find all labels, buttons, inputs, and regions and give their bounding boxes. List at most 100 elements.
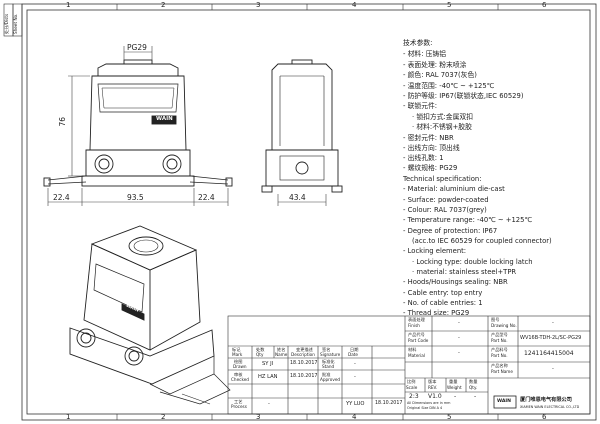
part-no-label-en: Part No. (491, 353, 508, 358)
part-no-model-value: WV16B-TDH-2L/SC-PG29 (520, 335, 582, 341)
title-block-grid (227, 315, 591, 415)
zone-label-top-1: 1 (66, 1, 71, 9)
std-label-cn: 标准化 (322, 359, 335, 364)
spec-en-line: - Hoods/Housings sealing: NBR (403, 278, 508, 286)
part-no-label-cn: 产品料号 (491, 347, 508, 352)
spec-en-line: - Thread size: PG29 (403, 309, 470, 317)
part-name-label-en: Part Name (491, 369, 513, 374)
scale-label-cn: 比例 (407, 379, 416, 384)
version-label-cn: 版本 (428, 379, 437, 384)
drawing-no-label-cn: 图号 (491, 317, 500, 322)
approved-date: 18.10.2017 (375, 401, 403, 406)
dim-mid: 93.5 (127, 193, 144, 202)
rev-desc-en: Description (291, 352, 315, 357)
product-logo-front: WAIN (156, 116, 173, 122)
spec-en-line: Technical specification: (403, 175, 482, 183)
front-dims (47, 46, 229, 206)
part-name-label-cn: 产品名称 (491, 363, 508, 368)
weight-label-en: Weight (447, 385, 462, 390)
spec-en-line: - Cable entry: top entry (403, 289, 483, 297)
dim-right: 22.4 (198, 193, 215, 202)
checked-date: 18.10.2017 (290, 374, 318, 379)
spec-cn-line: - 材料: 压铸铝 (403, 50, 447, 58)
zone-label-top-3: 3 (256, 1, 261, 9)
finish-value: - (458, 320, 460, 326)
spec-en-line: - No. of cable entries: 1 (403, 299, 483, 307)
part-no-value: 1241164415004 (524, 350, 574, 357)
process-value: - (268, 401, 270, 407)
spec-cn-line: - 出线方向: 顶出线 (403, 144, 460, 152)
company-logo-box (493, 395, 517, 409)
company-logo: WAIN (497, 399, 511, 404)
spec-cn-line: - 密封元件: NBR (403, 134, 454, 142)
rev-mark-en: Mark (232, 352, 243, 357)
rev-desc-cn: 变更描述 (296, 347, 313, 352)
part-code-label-en: Part Code (408, 338, 429, 343)
drawn-label-en: Drawn (233, 364, 247, 369)
checked-label-cn: 审核 (234, 372, 243, 377)
rev-qty-en: Qty (256, 352, 264, 357)
side-dims (277, 194, 327, 206)
version-label-en: REV. (428, 385, 438, 390)
rev-qty-cn: 处数 (256, 347, 265, 352)
qty-value: - (474, 393, 477, 400)
spec-cn-line: · 材料:不锈钢+胶胶 (412, 123, 472, 131)
dim-left: 22.4 (53, 193, 70, 202)
zone-label-bottom-2: 2 (161, 413, 166, 421)
approved-label-cn: 批准 (322, 372, 331, 377)
front-view (43, 59, 233, 187)
units-note-1: All Dimensions are in mm (407, 401, 451, 405)
zone-label-bottom-5: 5 (447, 413, 452, 421)
finish-label-en: Finish (408, 323, 420, 328)
spec-en-line: - Degree of protection: IP67 (403, 227, 498, 235)
checked-name: HZ LAN (258, 374, 278, 380)
drawn-label-cn: 绘图 (234, 359, 243, 364)
outer-frame (21, 3, 597, 421)
spec-en-line: - Colour: RAL 7037(grey) (403, 206, 487, 214)
spec-en-line: · Locking type: double locking latch (412, 258, 533, 266)
version-value: V1.0 (428, 393, 442, 400)
rev-date-en: Date (348, 352, 359, 357)
qty-label-en: Qty. (469, 385, 478, 390)
spec-en-line: - Temperature range: -40℃ ~ +125℃ (403, 216, 533, 224)
units-note-2: Original Size DIN A 4 (407, 406, 443, 410)
zone-label-bottom-1: 1 (66, 413, 71, 421)
zone-label-top-6: 6 (542, 1, 547, 9)
spec-cn-line: - 防护等级: IP67(联锁状态,IEC 60529) (403, 92, 524, 100)
weight-label-cn: 重量 (449, 379, 458, 384)
process-label-en: Process (231, 404, 247, 409)
approved-label-en: Approved (320, 377, 341, 382)
scale-label-en: Scale (406, 385, 418, 390)
rev-sig-cn: 签名 (322, 347, 331, 352)
approved-name: YY LUO (346, 401, 365, 407)
part-name-value: - (552, 366, 554, 372)
side-view (261, 59, 343, 193)
process-label-cn: 工艺 (234, 399, 243, 404)
side-stamp-label-2: Sheet No. (13, 13, 18, 34)
iso-view (69, 225, 231, 405)
spec-cn-line: - 颜色: RAL 7037(灰色) (403, 71, 477, 79)
dim-pg: PG29 (127, 43, 147, 52)
material-label-en: Material (408, 353, 426, 358)
zone-label-top-2: 2 (161, 1, 166, 9)
drawing-no-value: - (552, 320, 554, 326)
material-value: - (458, 350, 460, 356)
drawn-date: 18.10.2017 (290, 361, 318, 366)
spec-en-line: - Locking element: (403, 247, 467, 255)
part-no-model-label-en: Part No. (491, 338, 508, 343)
zone-ticks (116, 4, 499, 420)
part-code-value: - (458, 335, 460, 341)
rev-mark-cn: 标记 (232, 347, 241, 352)
std-value: - (354, 361, 356, 367)
finish-label-cn: 表面处理 (408, 317, 425, 322)
weight-value: - (454, 393, 457, 400)
zone-label-bottom-4: 4 (352, 413, 357, 421)
spec-cn-line: - 出线孔数: 1 (403, 154, 444, 162)
rev-sig-en: Signature (320, 352, 341, 357)
scale-value: 2:3 (409, 393, 419, 400)
zone-label-bottom-3: 3 (256, 413, 261, 421)
spec-cn-line: - 温度范围: -40℃ ~ +125℃ (403, 82, 495, 90)
rev-name-cn: 姓名 (277, 347, 286, 352)
company-name-cn: 厦门唯恩电气有限公司 (520, 397, 572, 403)
